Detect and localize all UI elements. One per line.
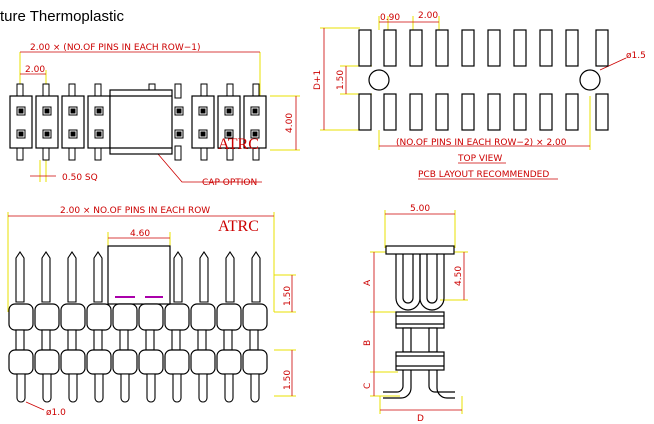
dim-150a-label: 1.50 xyxy=(283,286,293,306)
pin-housing-group xyxy=(9,83,267,161)
side-profile-view: 5.00 4.50 A B C D xyxy=(363,204,468,424)
top-left-side-view: 2.00 × (NO.OF PINS IN EACH ROW−1) 2.00 4… xyxy=(9,43,300,188)
dim-090-label: 0.90 xyxy=(380,13,400,23)
dim-line-hole xyxy=(599,57,627,71)
dim-hole-label: ø1.5 xyxy=(626,51,646,61)
dim-200-label: 2.00 xyxy=(418,11,438,21)
lower-housing-profile xyxy=(395,351,445,371)
mounting-hole-right xyxy=(579,69,601,91)
dim-150-label: 1.50 xyxy=(336,70,346,90)
watermark-top: ATRC xyxy=(218,136,259,153)
cap-front xyxy=(107,245,171,305)
cap-top-profile xyxy=(385,245,455,255)
dim-height-label: 4.00 xyxy=(285,113,295,133)
cap-option-label: CAP OPTION xyxy=(202,178,257,188)
dim-pin-label: ø1.0 xyxy=(46,408,66,418)
label-c: C xyxy=(363,383,373,389)
cap-outline xyxy=(109,89,173,155)
dim-460-label: 4.60 xyxy=(130,229,150,239)
dim-pitch-label: 2.00 xyxy=(25,65,45,75)
label-a: A xyxy=(363,279,373,286)
pcb-layout-label: PCB LAYOUT RECOMMENDED xyxy=(418,170,549,180)
pcb-layout-top-view: 0.90 2.00 D+1 1.50 ø1.5 (NO.OF PINS IN E… xyxy=(313,11,646,180)
upper-housing-profile xyxy=(395,311,445,329)
cap-leader xyxy=(157,153,262,183)
label-d: D xyxy=(417,414,424,424)
dim-150b-label: 1.50 xyxy=(283,370,293,390)
mounting-hole-left xyxy=(368,69,390,91)
front-view: 2.00 × NO.OF PINS IN EACH ROW 4.60 1.50 … xyxy=(7,206,296,418)
label-b: B xyxy=(363,340,373,346)
dim-d1-label: D+1 xyxy=(313,70,323,90)
watermark-side: ATRC xyxy=(218,218,259,235)
dim-row-front-label: 2.00 × NO.OF PINS IN EACH ROW xyxy=(60,206,210,216)
dim-row-pcb-label: (NO.OF PINS IN EACH ROW−2) × 2.00 xyxy=(396,138,567,148)
top-view-label: TOP VIEW xyxy=(457,154,502,164)
dim-square-label: 0.50 SQ xyxy=(62,173,98,183)
dim-line-pin xyxy=(25,401,45,411)
dim-450-label: 4.50 xyxy=(454,266,464,286)
page-title: ture Thermoplastic xyxy=(0,8,124,25)
dim-500-label: 5.00 xyxy=(410,204,430,214)
dim-row-label: 2.00 × (NO.OF PINS IN EACH ROW−1) xyxy=(30,43,201,53)
